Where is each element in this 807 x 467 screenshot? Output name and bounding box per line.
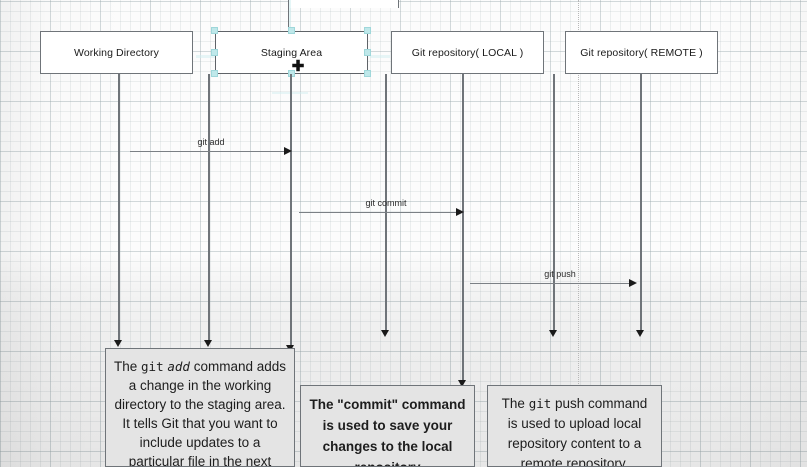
message-label-git-push: git push [544,269,576,279]
lane-label-staging-area: Staging Area [260,46,323,59]
lifeline-arrowhead-working-directory [114,340,122,347]
lifeline-arrowhead-local-left [381,330,389,337]
lifeline-git-repository-local[interactable] [462,74,464,382]
lane-label-git-repository-remote: Git repository( REMOTE ) [580,46,703,59]
message-line-git-commit[interactable] [299,212,459,214]
note-git-commit[interactable]: The "commit" command is used to save you… [300,385,475,467]
lifeline-arrowhead-staging-area-left [204,340,212,347]
lane-box-git-repository-remote[interactable]: Git repository( REMOTE ) [565,31,718,74]
lane-box-working-directory[interactable]: Working Directory [40,31,193,74]
partial-shape-top-right[interactable] [288,8,290,30]
partial-shape-top-left[interactable] [288,0,399,8]
resize-handle-se[interactable] [364,70,371,77]
lifeline-staging-area[interactable] [290,74,292,350]
alignment-guide-dotted [578,0,579,430]
resize-handle-e[interactable] [364,49,371,56]
resize-handle-nw[interactable] [211,27,218,34]
lifeline-working-directory[interactable] [118,74,120,342]
message-arrowhead-git-commit [456,208,464,216]
lifeline-arrowhead-remote-left [549,330,557,337]
note-line: The git push command [501,396,648,411]
move-cursor-icon[interactable]: ✚ [291,58,305,75]
message-arrowhead-git-push [629,279,637,287]
lifeline-staging-area-left[interactable] [208,74,210,342]
note-line: It tells Git that you want to [122,416,278,431]
note-git-push[interactable]: The git push command is used to upload l… [487,385,662,467]
note-line: is used to upload local [507,416,642,431]
lane-label-git-repository-local: Git repository( LOCAL ) [411,46,524,59]
note-line: repository content to a [507,436,642,451]
lane-box-git-repository-local[interactable]: Git repository( LOCAL ) [391,31,544,74]
note-git-add[interactable]: The git add command adds a change in the… [105,348,295,467]
note-line: remote repository. [520,456,629,467]
note-line: The git add command adds [114,359,286,374]
note-line: directory to the staging area. [114,397,286,412]
resize-handle-n[interactable] [288,27,295,34]
lifeline-arrowhead-remote [636,330,644,337]
note-line: changes to the local [322,439,453,454]
lifeline-git-repository-local-left[interactable] [385,74,387,332]
note-line: a change in the working [128,378,272,393]
resize-handle-ne[interactable] [364,27,371,34]
lane-label-working-directory: Working Directory [74,46,159,59]
lifeline-git-repository-remote[interactable] [640,74,642,332]
snap-guide-vertical [289,0,291,30]
note-line: include updates to a [139,435,261,450]
note-line: is used to save your [322,418,453,433]
message-arrowhead-git-add [284,147,292,155]
message-label-git-add: git add [197,137,225,147]
lifeline-git-repository-remote-left[interactable] [553,74,555,332]
note-line: particular file in the next [128,454,272,467]
resize-handle-w[interactable] [211,49,218,56]
lifeline-arrowhead-local [458,380,466,387]
message-line-git-add[interactable] [130,151,288,153]
message-line-git-push[interactable] [470,283,632,285]
message-label-git-commit: git commit [365,198,407,208]
snap-guide-horizontal-right [370,55,390,58]
note-line: repository [307,457,468,466]
note-line: The "commit" command [309,397,466,412]
resize-handle-sw[interactable] [211,70,218,77]
snap-guide-horizontal-left [196,55,218,58]
